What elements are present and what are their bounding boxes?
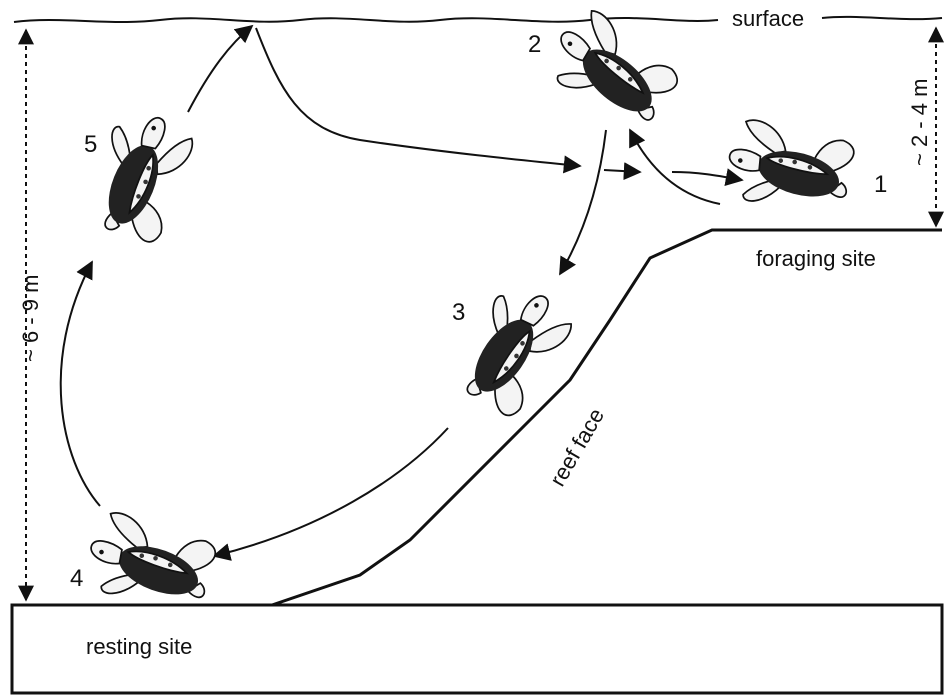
arrow-continue-right bbox=[604, 170, 640, 172]
resting-site-label: resting site bbox=[86, 634, 192, 659]
depth-right-label: ~ 2 - 4 m bbox=[907, 79, 932, 166]
foraging-site-label: foraging site bbox=[756, 246, 876, 271]
depth-left-label: ~ 6 - 9 m bbox=[18, 275, 43, 362]
sea-turtle-icon-position-1 bbox=[720, 113, 859, 224]
position-number-4: 4 bbox=[70, 565, 83, 592]
arrow-1-to-2 bbox=[630, 130, 720, 204]
arrow-4-to-5 bbox=[61, 262, 100, 506]
surface-label: surface bbox=[732, 6, 804, 31]
position-number-3: 3 bbox=[452, 299, 465, 326]
arrow-to-position-1 bbox=[672, 172, 742, 180]
sea-turtle-icon-position-5 bbox=[78, 104, 200, 248]
sea-turtle-icon-position-3 bbox=[443, 275, 581, 422]
position-number-1: 1 bbox=[874, 171, 887, 198]
position-number-5: 5 bbox=[84, 131, 97, 158]
arrow-5-to-surface bbox=[188, 26, 252, 112]
position-number-2: 2 bbox=[528, 31, 541, 58]
water-surface-line-right bbox=[822, 17, 942, 19]
water-surface-line bbox=[14, 18, 718, 22]
reef-face-label: reef face bbox=[545, 404, 609, 491]
arrow-2-to-3 bbox=[560, 130, 606, 274]
